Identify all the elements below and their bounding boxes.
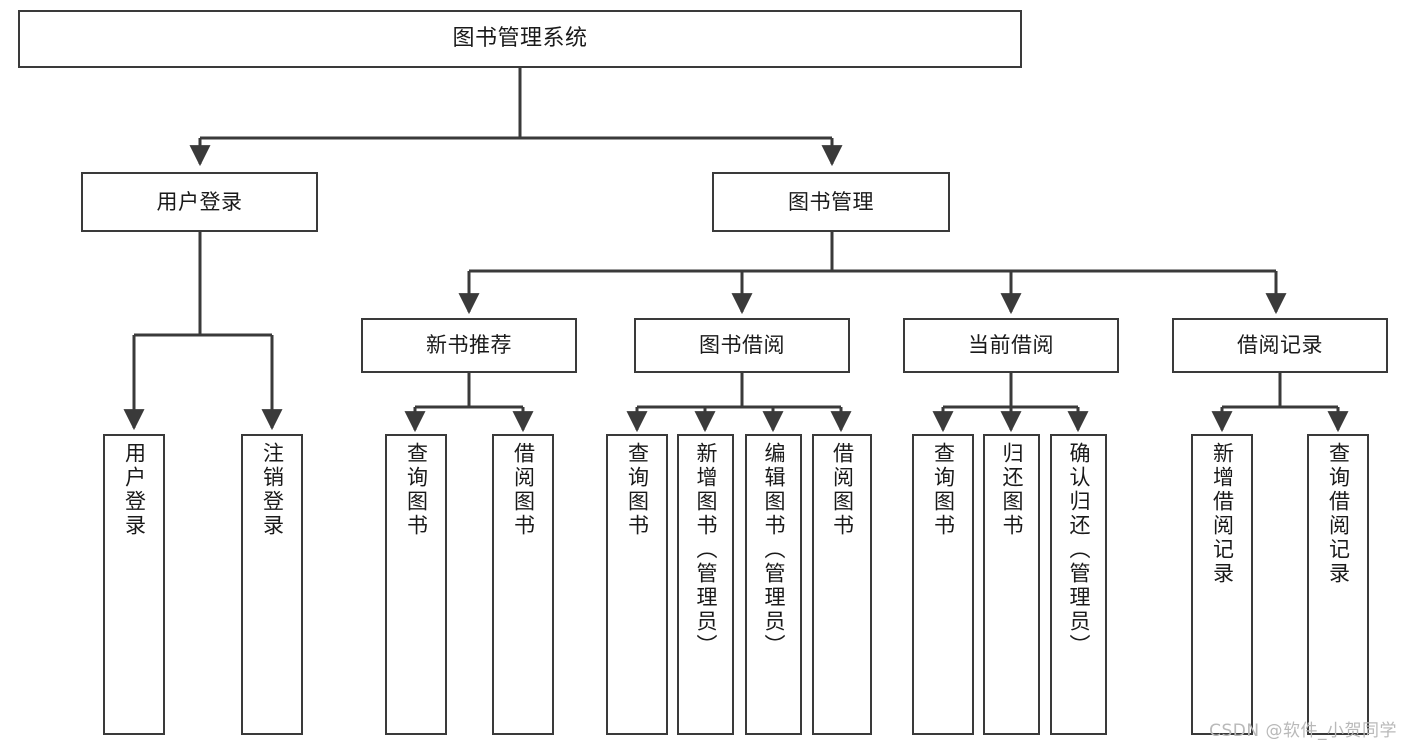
node-label: 借阅图书: [511, 442, 536, 538]
node-label: 归还图书: [1000, 442, 1024, 538]
leaf-borrow-add-book-admin[interactable]: 新增图书（管理员）: [677, 434, 734, 735]
leaf-current-return-book[interactable]: 归还图书: [983, 434, 1040, 735]
leaf-record-query-record[interactable]: 查询借阅记录: [1307, 434, 1369, 735]
leaf-borrow-query-book[interactable]: 查询图书: [606, 434, 668, 735]
node-label: 用户登录: [122, 442, 147, 538]
node-label: 编辑图书（管理员）: [762, 442, 786, 658]
node-borrow-record[interactable]: 借阅记录: [1172, 318, 1388, 373]
node-book-borrow[interactable]: 图书借阅: [634, 318, 850, 373]
leaf-current-query-book[interactable]: 查询图书: [912, 434, 974, 735]
leaf-user-login-logout[interactable]: 注销登录: [241, 434, 303, 735]
node-user-login[interactable]: 用户登录: [81, 172, 318, 232]
node-label: 借阅记录: [1237, 333, 1323, 358]
node-label: 用户登录: [156, 189, 243, 214]
node-label: 图书借阅: [699, 333, 785, 358]
leaf-new-book-query[interactable]: 查询图书: [385, 434, 447, 735]
node-root-system[interactable]: 图书管理系统: [18, 10, 1022, 68]
node-label: 当前借阅: [968, 333, 1054, 358]
node-new-book-recommend[interactable]: 新书推荐: [361, 318, 577, 373]
node-label: 新增图书（管理员）: [694, 442, 718, 658]
node-label: 确认归还（管理员）: [1067, 442, 1091, 658]
node-label: 注销登录: [260, 442, 285, 538]
leaf-current-confirm-return-admin[interactable]: 确认归还（管理员）: [1050, 434, 1107, 735]
leaf-new-book-borrow[interactable]: 借阅图书: [492, 434, 554, 735]
leaf-borrow-borrow-book[interactable]: 借阅图书: [812, 434, 872, 735]
node-label: 查询图书: [625, 442, 650, 538]
leaf-record-add-record[interactable]: 新增借阅记录: [1191, 434, 1253, 735]
node-label: 新增借阅记录: [1210, 442, 1235, 586]
csdn-watermark: CSDN @软件_小贺同学: [1209, 721, 1397, 741]
node-label: 查询图书: [404, 442, 429, 538]
leaf-borrow-edit-book-admin[interactable]: 编辑图书（管理员）: [745, 434, 802, 735]
node-label: 图书管理系统: [452, 26, 588, 52]
node-label: 图书管理: [788, 189, 874, 214]
node-book-management[interactable]: 图书管理: [712, 172, 950, 232]
node-label: 借阅图书: [830, 442, 855, 538]
node-label: 查询图书: [931, 442, 956, 538]
leaf-user-login-login[interactable]: 用户登录: [103, 434, 165, 735]
node-label: 查询借阅记录: [1326, 442, 1351, 586]
node-label: 新书推荐: [426, 333, 512, 358]
node-current-borrow[interactable]: 当前借阅: [903, 318, 1119, 373]
